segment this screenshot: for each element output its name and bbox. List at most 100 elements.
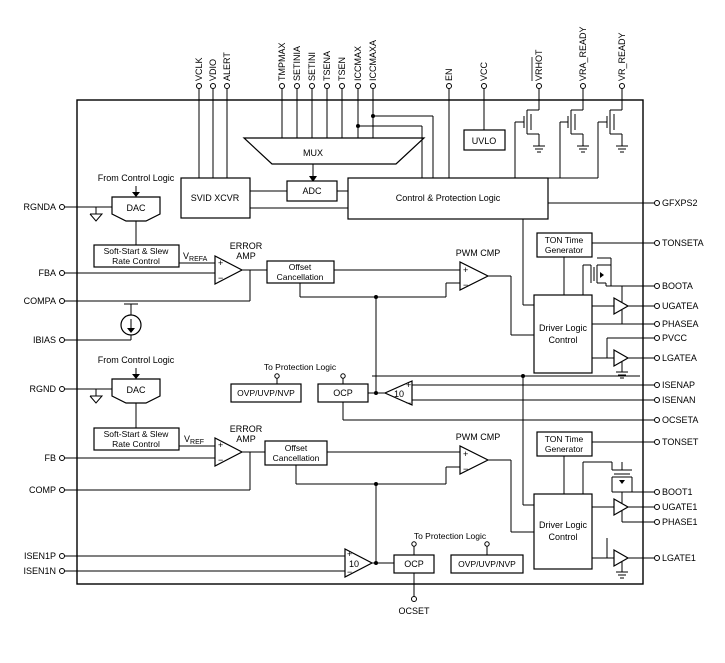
pin-rgnda: RGNDA (23, 202, 56, 212)
dac-b-label: DAC (126, 385, 146, 395)
pin-rgnd: RGND (30, 384, 57, 394)
isena-gain-label: 10 (394, 389, 404, 399)
driver-logic-a-line1: Driver Logic (539, 323, 588, 333)
uvlo-label: UVLO (472, 136, 497, 146)
pwm-cmp-b-label: PWM CMP (456, 432, 501, 442)
offset-cancel-b-line2: Cancellation (273, 453, 320, 463)
ugate1-driver (613, 497, 630, 517)
ugatea-driver (613, 296, 630, 316)
ton-gen-a-line2: Generator (545, 245, 583, 255)
to-protection-logic-b: To Protection Logic (414, 531, 487, 541)
softstart-b-line2: Rate Control (112, 439, 160, 449)
ton-gen-b-line2: Generator (545, 444, 583, 454)
pin-ibias: IBIAS (33, 335, 56, 345)
dac-a-block (111, 196, 161, 222)
pin-tmpmax: TMPMAX (277, 42, 287, 81)
error-amp-b-line1: ERROR (230, 424, 263, 434)
driver-logic-b-block (533, 493, 593, 570)
control-protection-block (347, 177, 549, 220)
softstart-a-line1: Soft-Start & Slew (104, 246, 170, 256)
pin-tonseta: TONSETA (662, 238, 704, 248)
ton-gen-a-block (536, 232, 593, 258)
driver-logic-b-line1: Driver Logic (539, 520, 588, 530)
svg-text:+: + (406, 380, 411, 390)
lgate1-driver (613, 548, 630, 568)
pwm-cmp-a-label: PWM CMP (456, 248, 501, 258)
pin-vra-ready: VRA_READY (578, 26, 588, 81)
svg-text:−: − (218, 455, 223, 465)
ton-gen-b-line1: TON Time (545, 434, 584, 444)
softstart-a-line2: Rate Control (112, 256, 160, 266)
dac-b-block (111, 378, 161, 404)
pin-vr-ready: VR_READY (617, 32, 627, 81)
pin-ugatea: UGATEA (662, 301, 698, 311)
error-amp-a (214, 255, 244, 285)
ovp-b-label: OVP/UVP/NVP (458, 559, 516, 569)
control-protection-label: Control & Protection Logic (396, 193, 501, 203)
to-protection-logic-a: To Protection Logic (264, 362, 337, 372)
driver-logic-b-line2: Control (548, 532, 577, 542)
pin-iccmaxa: ICCMAXA (368, 40, 378, 81)
svid-xcvr-block (180, 177, 251, 219)
lgatea-driver (613, 348, 630, 368)
svg-text:−: − (463, 280, 468, 290)
softstart-b-block (93, 427, 180, 451)
error-amp-a-line2: AMP (236, 251, 256, 261)
pin-fba: FBA (38, 268, 56, 278)
pin-vdio: VDIO (208, 59, 218, 81)
ovp-a-label: OVP/UVP/NVP (237, 388, 295, 398)
pin-tsena: TSENA (322, 51, 332, 81)
svg-text:+: + (347, 549, 352, 559)
svg-text:−: − (463, 464, 468, 474)
pin-ocset: OCSET (398, 606, 430, 616)
mux-block (242, 137, 426, 165)
pin-tsen: TSEN (337, 57, 347, 81)
pin-vcc: VCC (479, 61, 489, 81)
uvlo-block (463, 129, 506, 151)
dac-a-label: DAC (126, 203, 146, 213)
svg-text:+: + (463, 265, 468, 275)
pin-vclk: VCLK (194, 57, 204, 81)
isen1-gain-label: 10 (349, 559, 359, 569)
pin-vrhot: VRHOT (534, 49, 544, 81)
pin-boota: BOOTA (662, 281, 693, 291)
error-amp-b-line2: AMP (236, 434, 256, 444)
softstart-b-line1: Soft-Start & Slew (104, 429, 170, 439)
pin-isenap: ISENAP (662, 380, 695, 390)
from-control-logic-b: From Control Logic (98, 355, 175, 365)
pwm-cmp-b (459, 445, 490, 475)
svg-text:−: − (218, 273, 223, 283)
chip-outline (76, 99, 644, 585)
offset-cancel-b-line1: Offset (285, 443, 308, 453)
pin-setinia: SETINIA (292, 46, 302, 81)
pin-isen1n: ISEN1N (23, 566, 56, 576)
from-control-logic-a: From Control Logic (98, 173, 175, 183)
pin-lgatea: LGATEA (662, 353, 697, 363)
error-amp-b (214, 437, 244, 467)
error-amp-a-line1: ERROR (230, 241, 263, 251)
svg-text:+: + (218, 258, 223, 268)
mux-label: MUX (303, 148, 323, 158)
ocp-a-label: OCP (333, 388, 353, 398)
svg-text:+: + (463, 449, 468, 459)
pin-gfxps2: GFXPS2 (662, 198, 698, 208)
pin-tonset: TONSET (662, 437, 699, 447)
vrefa-label: VREFA (183, 251, 208, 263)
pin-setini: SETINI (307, 52, 317, 81)
pin-phase1: PHASE1 (662, 517, 698, 527)
ovp-b-block (450, 554, 524, 574)
svg-text:+: + (218, 440, 223, 450)
adc-label: ADC (302, 186, 322, 196)
svg-text:−: − (347, 567, 352, 577)
pin-isenan: ISENAN (662, 395, 696, 405)
pin-compa: COMPA (24, 296, 56, 306)
offset-cancel-a-line1: Offset (289, 262, 312, 272)
ovp-a-block (230, 383, 302, 403)
pin-ugate1: UGATE1 (662, 502, 697, 512)
ocp-b-label: OCP (404, 559, 424, 569)
pin-phasea: PHASEA (662, 319, 699, 329)
pin-ocseta: OCSETA (662, 415, 698, 425)
pin-alert: ALERT (222, 52, 232, 81)
ton-gen-a-line1: TON Time (545, 235, 584, 245)
